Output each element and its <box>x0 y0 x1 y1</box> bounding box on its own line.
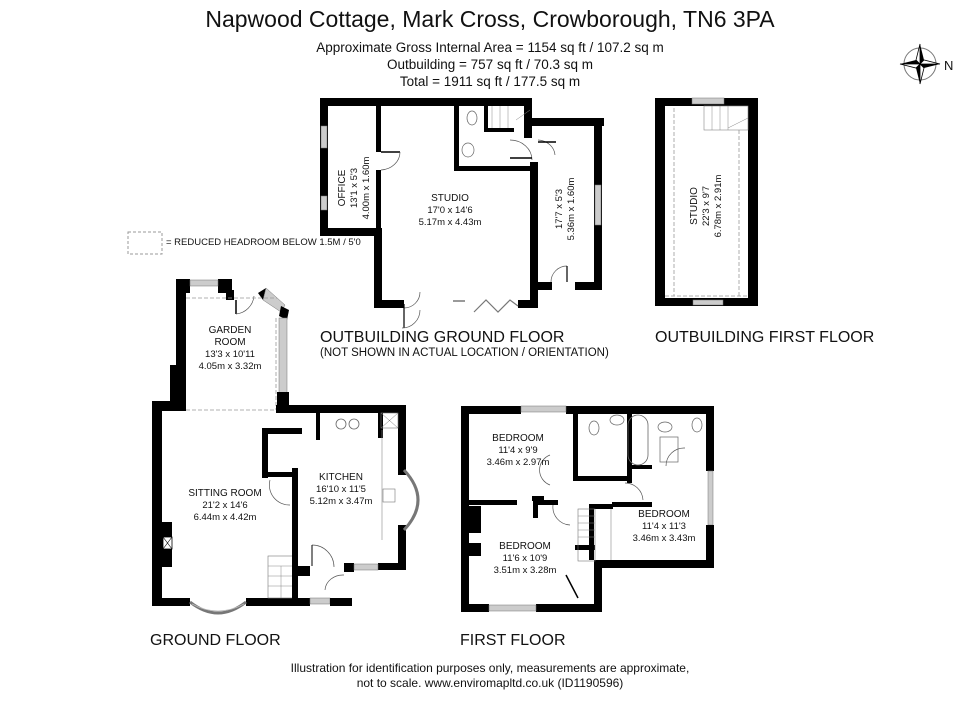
room-metric: 6.44m x 4.42m <box>193 512 257 523</box>
room-studio-first: STUDIO 22'3 x 9'7 6.78m x 2.91m <box>689 161 725 251</box>
disclaimer: Illustration for identification purposes… <box>0 661 980 691</box>
room-name: BEDROOM <box>638 509 690 520</box>
disclaimer-line-2: not to scale. www.enviromapltd.co.uk (ID… <box>356 676 624 690</box>
room-metric: 3.46m x 2.97m <box>486 457 550 468</box>
room-name: SITTING ROOM <box>188 488 262 499</box>
ground-floor-plan <box>152 279 420 615</box>
room-name-2: ROOM <box>214 337 246 348</box>
room-garden-room: GARDEN ROOM 13'3 x 10'11 4.05m x 3.32m <box>187 325 273 373</box>
floor-label-first: FIRST FLOOR <box>460 632 566 649</box>
room-metric: 4.05m x 3.32m <box>198 361 262 372</box>
room-bedroom-1: BEDROOM 11'4 x 9'9 3.46m x 2.97m <box>478 433 558 469</box>
outbuilding-ground-floor-plan <box>320 98 604 329</box>
compass-north-label: N <box>944 58 954 73</box>
room-metric: 5.36m x 1.60m <box>566 177 577 241</box>
room-sitting-room: SITTING ROOM 21'2 x 14'6 6.44m x 4.42m <box>180 488 270 524</box>
room-bedroom-2: BEDROOM 11'6 x 10'9 3.51m x 3.28m <box>485 541 565 577</box>
room-metric: 5.17m x 4.43m <box>418 217 482 228</box>
room-metric: 6.78m x 2.91m <box>713 174 724 238</box>
floor-label-outbuilding-ground: OUTBUILDING GROUND FLOOR <box>320 329 565 346</box>
disclaimer-line-1: Illustration for identification purposes… <box>290 661 690 675</box>
floor-label-outbuilding-first: OUTBUILDING FIRST FLOOR <box>655 329 875 346</box>
room-kitchen: KITCHEN 16'10 x 11'5 5.12m x 3.47m <box>300 472 382 508</box>
outbuilding-location-note: (NOT SHOWN IN ACTUAL LOCATION / ORIENTAT… <box>320 347 609 359</box>
room-imperial: 13'3 x 10'11 <box>205 349 255 360</box>
reduced-headroom-legend-swatch <box>127 231 163 255</box>
room-metric: 3.46m x 3.43m <box>632 533 696 544</box>
room-metric: 4.00m x 1.60m <box>361 156 372 220</box>
reduced-headroom-legend: = REDUCED HEADROOM BELOW 1.5M / 5'0 <box>166 237 361 248</box>
room-imperial: 11'4 x 9'9 <box>498 445 538 456</box>
room-imperial: 17'0 x 14'6 <box>427 205 473 216</box>
room-metric: 5.12m x 3.47m <box>309 496 373 507</box>
room-imperial: 11'6 x 10'9 <box>502 553 548 564</box>
room-office: OFFICE 13'1 x 5'3 4.00m x 1.60m <box>337 143 373 233</box>
outbuilding-first-floor-plan <box>655 97 758 306</box>
room-imperial: 22'3 x 9'7 <box>701 185 712 227</box>
room-imperial: 21'2 x 14'6 <box>202 500 248 511</box>
floor-label-ground: GROUND FLOOR <box>150 632 281 649</box>
room-imperial: 16'10 x 11'5 <box>316 484 366 495</box>
gross-internal-area: Approximate Gross Internal Area = 1154 s… <box>316 40 664 55</box>
first-floor-plan <box>461 405 714 612</box>
room-studio-ground: STUDIO 17'0 x 14'6 5.17m x 4.43m <box>405 193 495 229</box>
room-name: BEDROOM <box>499 541 551 552</box>
room-imperial: 17'7 x 5'3 <box>554 188 565 230</box>
room-name: OFFICE <box>337 169 348 207</box>
room-metric: 3.51m x 3.28m <box>493 565 557 576</box>
room-name: STUDIO <box>431 193 469 204</box>
room-imperial: 13'1 x 5'3 <box>349 167 360 209</box>
room-imperial: 11'4 x 11'3 <box>642 521 686 532</box>
room-bedroom-3: BEDROOM 11'4 x 11'3 3.46m x 3.43m <box>624 509 704 545</box>
compass-rose-icon <box>899 43 941 85</box>
outbuilding-area: Outbuilding = 757 sq ft / 70.3 sq m <box>386 57 593 72</box>
room-name: STUDIO <box>689 187 700 225</box>
room-name: BEDROOM <box>492 433 544 444</box>
page-title: Napwood Cottage, Mark Cross, Crowborough… <box>205 6 775 32</box>
room-name: GARDEN <box>208 325 252 336</box>
room-name: KITCHEN <box>319 472 363 483</box>
room-side-corridor: 17'7 x 5'3 5.36m x 1.60m <box>554 164 580 254</box>
total-area: Total = 1911 sq ft / 177.5 sq m <box>399 74 581 89</box>
